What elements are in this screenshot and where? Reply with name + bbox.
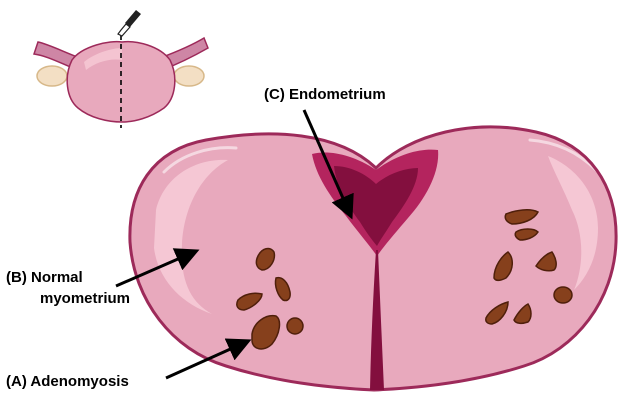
- normal-myometrium-label-line1: (B) Normal: [6, 268, 83, 287]
- lesion: [554, 287, 572, 303]
- endometrium-label: (C) Endometrium: [264, 85, 386, 104]
- adenomyosis-label: (A) Adenomyosis: [6, 372, 129, 391]
- lesion: [287, 318, 303, 334]
- scalpel-icon: [118, 10, 141, 36]
- uterus-thumbnail-icon: [34, 35, 208, 128]
- normal-myometrium-label-line2: myometrium: [40, 289, 130, 308]
